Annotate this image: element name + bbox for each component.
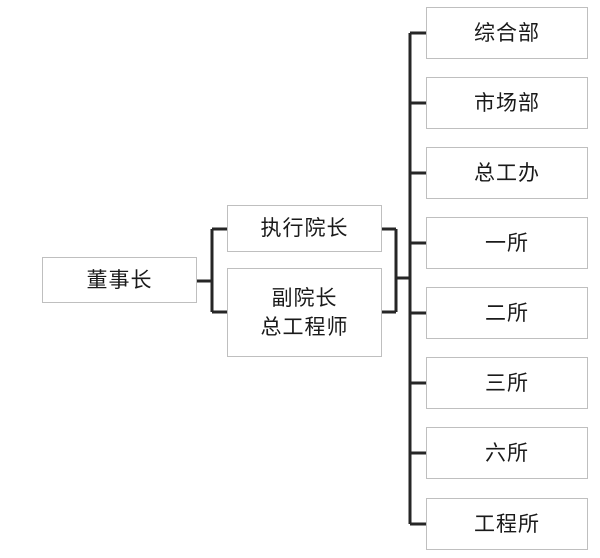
org-node-label: 六所 [485, 440, 529, 465]
org-node-label: 市场部 [474, 90, 540, 115]
org-node-general-affairs-dept: 综合部 [426, 7, 588, 59]
org-node-label: 三所 [485, 370, 529, 395]
org-node-label: 综合部 [474, 20, 540, 45]
org-node-chief-engineer-office: 总工办 [426, 147, 588, 199]
org-node-executive-dean: 执行院长 [227, 205, 382, 252]
org-node-chairman: 董事长 [42, 257, 197, 303]
org-node-engineering-institute: 工程所 [426, 498, 588, 550]
org-node-label: 总工程师 [260, 314, 349, 339]
org-node-marketing-dept: 市场部 [426, 77, 588, 129]
org-node-vice-dean-chief-engineer: 副院长总工程师 [227, 268, 382, 357]
org-node-label: 工程所 [474, 511, 540, 536]
org-node-institute-6: 六所 [426, 427, 588, 479]
org-node-label: 董事长 [86, 267, 153, 292]
middle-merge-connector-group [382, 227, 410, 314]
org-node-label: 总工办 [474, 160, 540, 185]
org-node-institute-1: 一所 [426, 217, 588, 269]
org-node-institute-2: 二所 [426, 287, 588, 339]
left-connector-group [197, 227, 227, 314]
org-node-label: 二所 [485, 300, 529, 325]
department-connector-group [408, 31, 426, 526]
org-node-label: 执行院长 [260, 216, 349, 241]
org-node-label: 副院长 [271, 286, 338, 311]
org-node-institute-3: 三所 [426, 357, 588, 409]
org-node-label: 一所 [485, 230, 529, 255]
